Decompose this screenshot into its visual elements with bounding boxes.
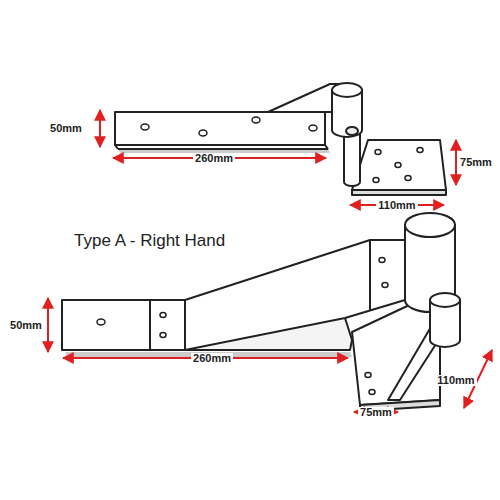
dimension-label: 260mm [191,353,233,364]
strap [115,112,325,145]
dimension-label: 110mm [376,200,417,211]
title: Type A - Right Hand [72,232,227,249]
plate [352,140,446,190]
dimension-label: 260mm [193,153,235,164]
strap [62,300,150,350]
dimension-label: 75mm [458,157,494,168]
crank [150,240,405,350]
dimension-label: 110mm [435,375,476,386]
bottom-hinge [62,213,460,411]
top-hinge [115,83,446,195]
pin [344,122,360,186]
dimension-label: 50mm [48,123,84,134]
dimension-label: 75mm [358,407,394,418]
dimension-label: 50mm [8,320,44,331]
dimension-arrows [48,110,492,412]
